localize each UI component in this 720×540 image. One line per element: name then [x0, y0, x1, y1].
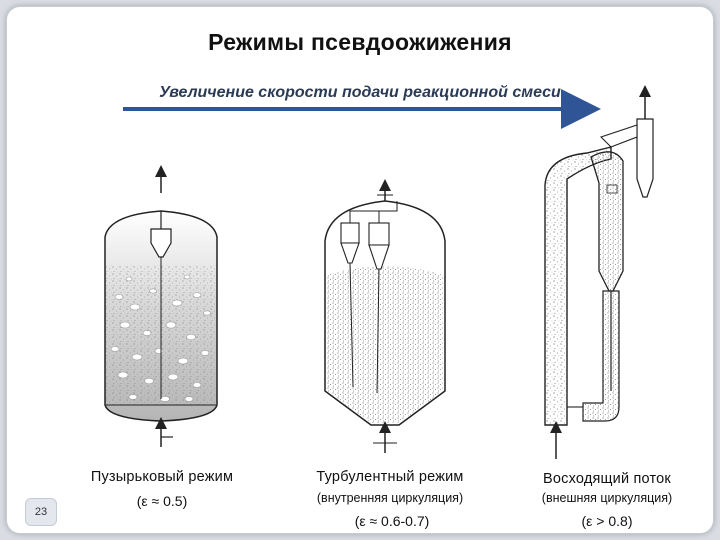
- page-number: 23: [25, 498, 57, 526]
- bubbling-reactor: [105, 171, 217, 447]
- regime-1-name: Пузырьковый режим: [67, 469, 257, 485]
- slide: Режимы псевдоожижения Увеличение скорост…: [6, 6, 714, 534]
- turbulent-reactor: [325, 185, 445, 453]
- regime-2-name: Турбулентный режим: [295, 469, 485, 485]
- regime-3-name: Восходящий поток: [519, 471, 695, 487]
- riser-reactor: [545, 91, 653, 459]
- regime-3-note: (внешняя циркуляция): [515, 491, 699, 505]
- regime-1-voidage: (ε ≈ 0.5): [87, 493, 237, 509]
- regime-3-voidage: (ε > 0.8): [547, 513, 667, 529]
- regime-2-voidage: (ε ≈ 0.6-0.7): [307, 513, 477, 529]
- regimes-diagram: [7, 7, 713, 533]
- regime-2-note: (внутренняя циркуляция): [287, 491, 493, 505]
